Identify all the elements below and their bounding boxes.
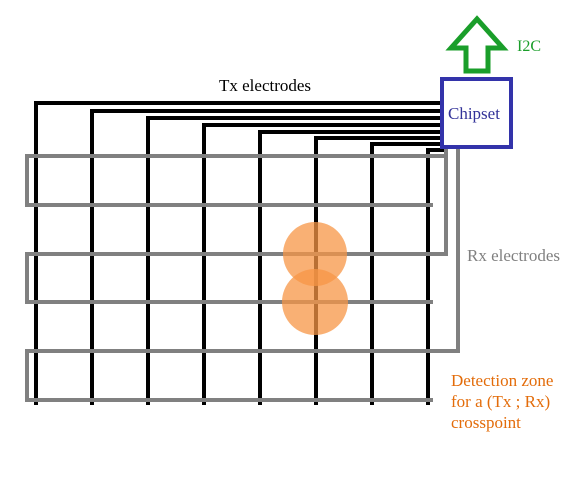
chipset-box xyxy=(440,77,513,149)
detection-zone-2 xyxy=(282,269,348,335)
detection-zone-label-line1: Detection zone xyxy=(451,371,553,390)
rx-electrode-3 xyxy=(25,148,460,402)
rx-electrode-2 xyxy=(25,148,448,304)
up-arrow-icon xyxy=(445,15,509,74)
tx-electrode-7 xyxy=(370,142,444,405)
rx-electrodes xyxy=(25,148,460,402)
tx-electrode-8 xyxy=(426,148,444,405)
tx-electrode-5 xyxy=(258,130,444,405)
detection-zone-1 xyxy=(283,222,347,286)
detection-zone-label-line2: for a (Tx ; Rx) xyxy=(451,392,550,411)
rx-electrode-1 xyxy=(25,154,444,207)
tx-electrode-3 xyxy=(146,116,444,405)
detection-zone-label-line3: crosspoint xyxy=(451,413,521,432)
rx-electrodes-label: Rx electrodes xyxy=(467,246,560,265)
i2c-label: I2C xyxy=(517,38,541,55)
tx-electrodes-label: Tx electrodes xyxy=(219,76,311,95)
detection-zones xyxy=(282,222,348,335)
chipset-label: Chipset xyxy=(448,104,500,123)
tx-electrode-2 xyxy=(90,109,444,405)
tx-electrode-4 xyxy=(202,123,444,405)
